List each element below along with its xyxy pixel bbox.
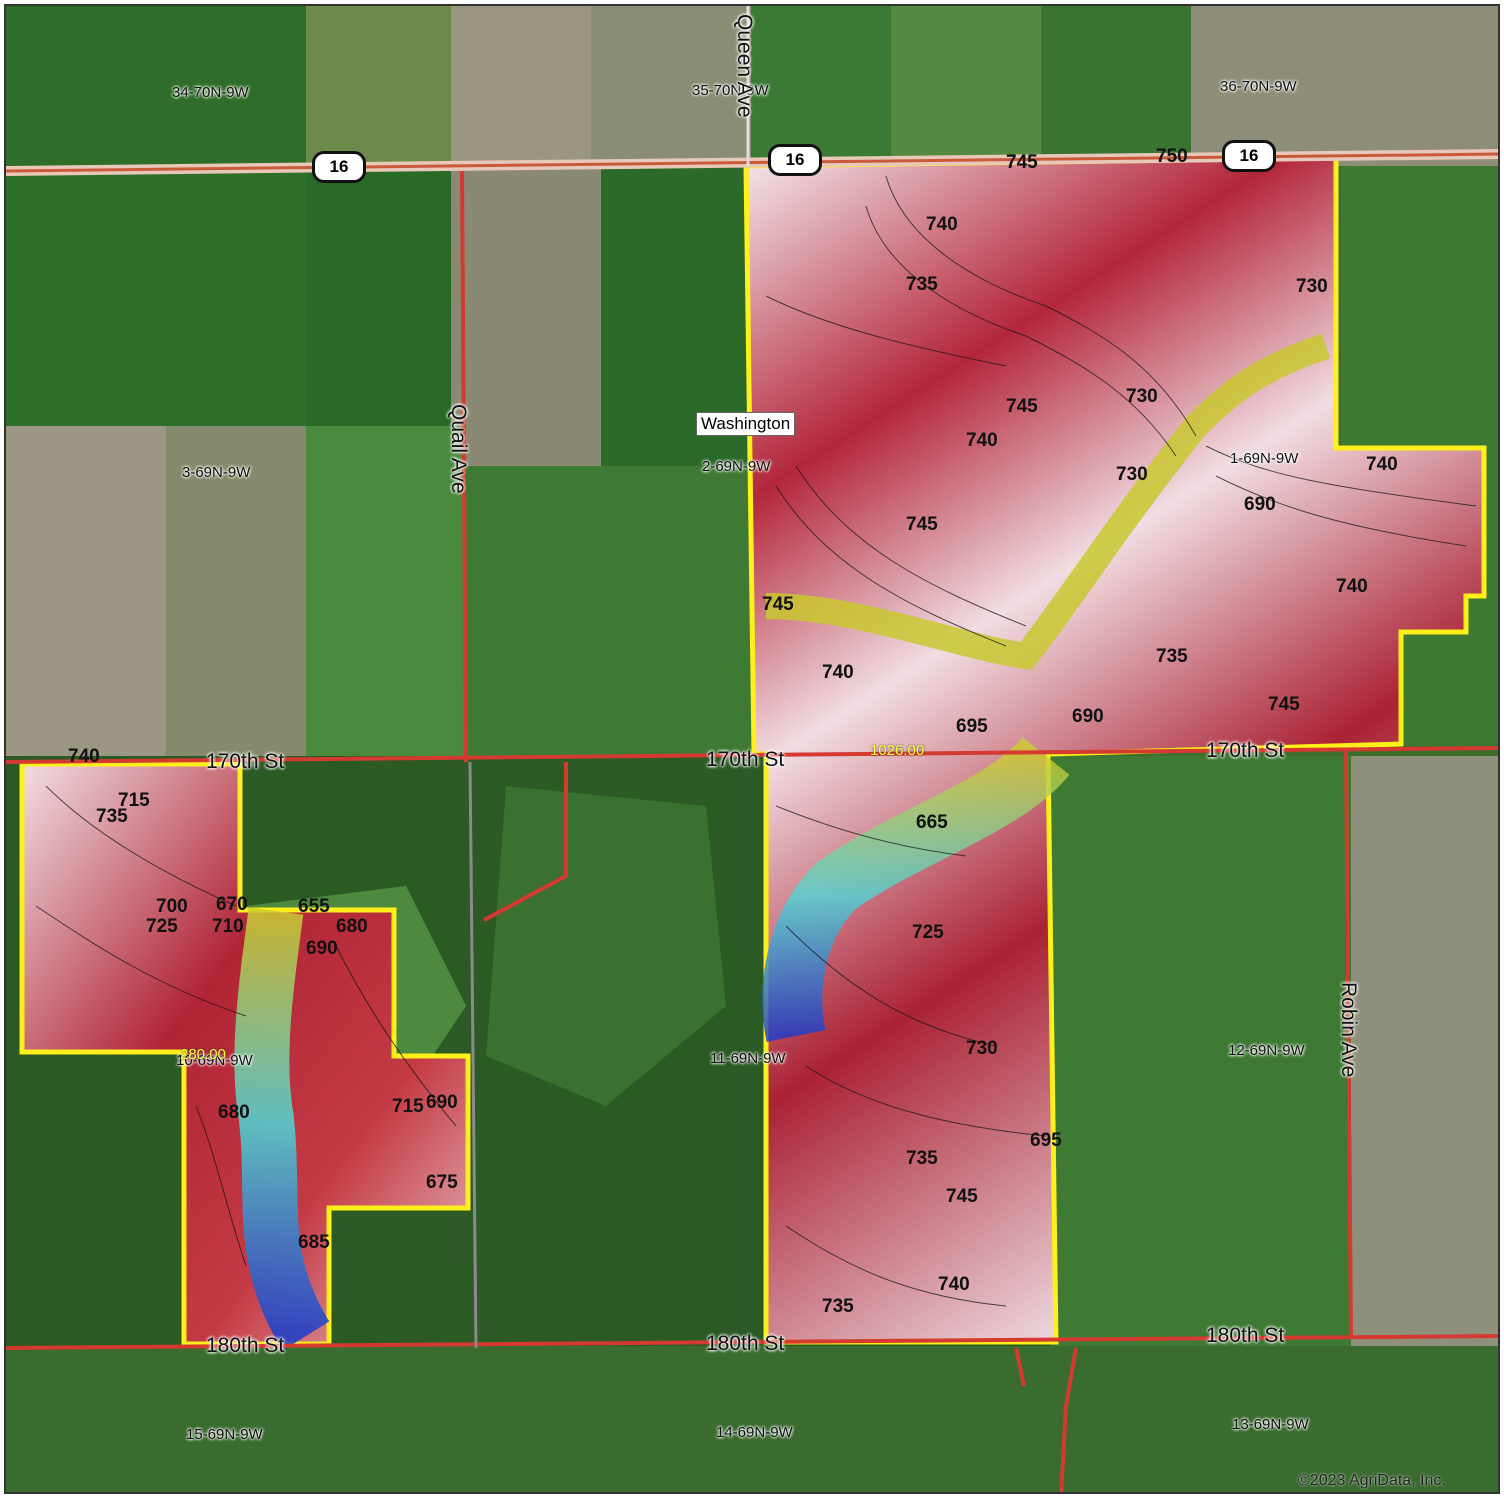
- farmland: [6, 6, 1498, 1492]
- road-label-180th-st: 180th St: [206, 1334, 285, 1357]
- road-label-170th-st: 170th St: [1206, 739, 1285, 762]
- section-label: 3-69N-9W: [182, 464, 251, 481]
- contour-label: 745: [1006, 396, 1038, 417]
- contour-label: 655: [298, 896, 330, 917]
- contour-label: 745: [906, 514, 938, 535]
- contour-label: 740: [926, 214, 958, 235]
- contour-label: 685: [298, 1232, 330, 1253]
- section-label: 10-69N-9W: [176, 1052, 253, 1069]
- road-label-180th-st: 180th St: [706, 1332, 785, 1355]
- contour-label: 735: [1156, 646, 1188, 667]
- contour-label: 745: [946, 1186, 978, 1207]
- highway-16-shield: 16: [312, 151, 366, 183]
- acreage-west: 280.00: [180, 1046, 226, 1063]
- contour-label: 740: [1366, 454, 1398, 475]
- road-label-180th-st: 180th St: [1206, 1324, 1285, 1347]
- highway-16-shield: 16: [1222, 140, 1276, 172]
- contour-label: 695: [956, 716, 988, 737]
- section-label: 36-70N-9W: [1220, 78, 1297, 95]
- contour-label: 730: [1116, 464, 1148, 485]
- section-label: 11-69N-9W: [710, 1050, 786, 1067]
- contour-label: 725: [146, 916, 178, 937]
- contour-label: 745: [1268, 694, 1300, 715]
- section-label: 14-69N-9W: [716, 1424, 793, 1441]
- contour-label: 665: [916, 812, 948, 833]
- highway-16-shield: 16: [768, 144, 822, 176]
- contour-label: 730: [1296, 276, 1328, 297]
- contour-label: 740: [1336, 576, 1368, 597]
- contour-label: 745: [1006, 152, 1038, 173]
- contour-label: 725: [912, 922, 944, 943]
- copyright: ©2023 AgriData, Inc.: [1298, 1472, 1446, 1489]
- contour-label: 735: [906, 274, 938, 295]
- contour-label: 730: [1126, 386, 1158, 407]
- contour-label: 735: [96, 806, 128, 827]
- contour-label: 735: [906, 1148, 938, 1169]
- contour-label: 680: [218, 1102, 250, 1123]
- contour-label: 690: [426, 1092, 458, 1113]
- section-label: 1-69N-9W: [1230, 450, 1299, 467]
- contour-label: 735: [822, 1296, 854, 1317]
- section-label: 15-69N-9W: [186, 1426, 263, 1443]
- contour-label: 740: [68, 746, 100, 767]
- contour-label: 670: [216, 894, 248, 915]
- elevation-overlay-west: [19, 761, 471, 1351]
- contour-label: 690: [1244, 494, 1276, 515]
- contour-label: 715: [118, 790, 150, 811]
- section-label: 13-69N-9W: [1232, 1416, 1309, 1433]
- contour-label: 740: [966, 430, 998, 451]
- contour-label: 740: [822, 662, 854, 683]
- contour-label: 675: [426, 1172, 458, 1193]
- contour-label: 700: [156, 896, 188, 917]
- contour-label: 690: [306, 938, 338, 959]
- acreage-east: 1026.00: [870, 742, 925, 759]
- contour-label: 680: [336, 916, 368, 937]
- road-label-170th-st: 170th St: [206, 750, 285, 773]
- road-label-robin-ave: Robin Ave: [1337, 982, 1360, 1078]
- aerial-map[interactable]: 16 16 16 34-70N-9W 35-70N-9W 36-70N-9W 3…: [4, 4, 1500, 1494]
- contour-label: 750: [1156, 146, 1188, 167]
- township-label: Washington: [696, 412, 796, 436]
- contour-label: 740: [938, 1274, 970, 1295]
- contour-label: 710: [212, 916, 244, 937]
- contour-lines: [35, 175, 1477, 1307]
- contour-label: 745: [762, 594, 794, 615]
- section-label: 35-70N-9W: [692, 82, 769, 99]
- road-label-quail-ave: Quail Ave: [447, 404, 470, 494]
- section-label: 12-69N-9W: [1228, 1042, 1305, 1059]
- road-label-170th-st: 170th St: [706, 748, 785, 771]
- contour-label: 695: [1030, 1130, 1062, 1151]
- contour-label: 730: [966, 1038, 998, 1059]
- contour-label: 715: [392, 1096, 424, 1117]
- contour-label: 690: [1072, 706, 1104, 727]
- section-label: 2-69N-9W: [702, 458, 771, 475]
- road-label-queen-ave: Queen Ave: [733, 14, 756, 118]
- section-label: 34-70N-9W: [172, 84, 249, 101]
